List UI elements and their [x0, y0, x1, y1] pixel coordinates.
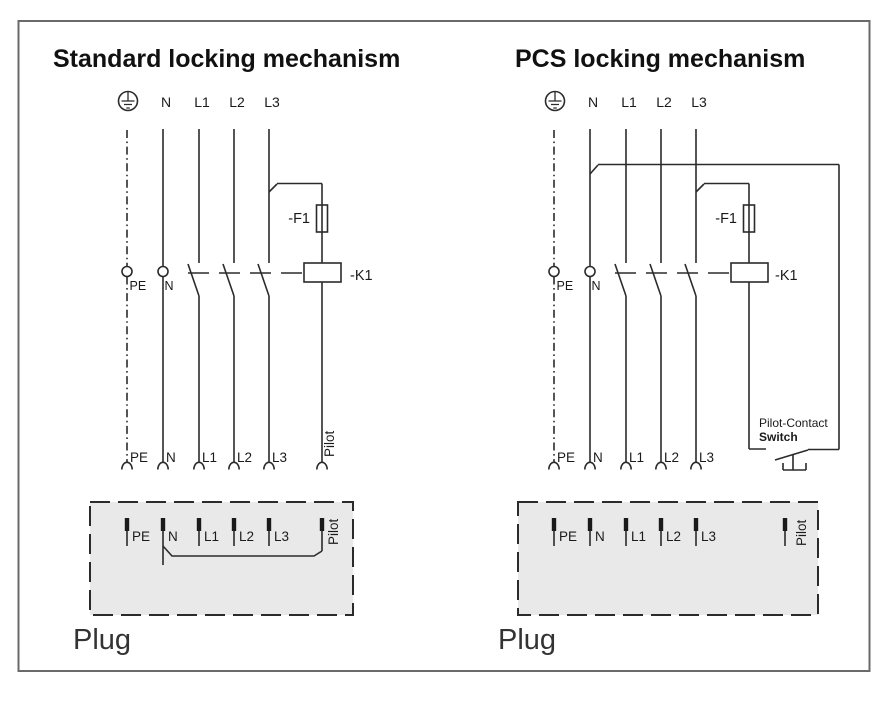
socket-contact-pilot [316, 461, 328, 470]
socket-label-l3: L3 [272, 450, 287, 465]
socket-contact-l2 [228, 461, 240, 470]
standard-title: Standard locking mechanism [53, 45, 400, 73]
plug-caption: Plug [73, 624, 131, 656]
plug-pin-l1 [196, 518, 202, 531]
socket-contact-l3 [690, 461, 702, 470]
socket-label-n: N [593, 450, 603, 465]
socket-contact-l2 [655, 461, 667, 470]
plug-pin-label-l1: L1 [631, 529, 646, 544]
plug-pin-label-n: N [595, 529, 605, 544]
plug-pin-pilot [319, 518, 325, 531]
plug-pin-label-pe: PE [132, 529, 150, 544]
plug-pin-label-l1: L1 [204, 529, 219, 544]
l1-contact-blade [187, 263, 200, 297]
plug-pin-label-l2: L2 [666, 529, 681, 544]
standard-plug: PE N L1 L2 L3 Pilot [89, 501, 354, 616]
socket-label-pe: PE [557, 450, 575, 465]
fuse-label: -F1 [288, 211, 310, 227]
phase-label-l2: L2 [229, 94, 245, 110]
contactor-label: -K1 [775, 268, 798, 284]
socket-contact-pe [548, 461, 560, 470]
contactor-coil [303, 262, 342, 283]
l3-contact-blade [257, 263, 270, 297]
l2-contact-blade [649, 263, 662, 297]
socket-label-l1: L1 [202, 450, 217, 465]
switch-actuator [782, 454, 807, 471]
l3-contact-blade [684, 263, 697, 297]
plug-pin-n [587, 518, 593, 531]
pilot-branch-tap [695, 183, 705, 193]
fuse-label: -F1 [715, 211, 737, 227]
plug-pin-pe [124, 518, 130, 531]
socket-label-l2: L2 [664, 450, 679, 465]
contactor-label: -K1 [350, 268, 373, 284]
pcs-diagram: PCS locking mechanism N L1 L2 L3 PE N [498, 45, 840, 656]
pe-terminal-circle [548, 265, 560, 278]
socket-label-l2: L2 [237, 450, 252, 465]
plug-outline [89, 501, 354, 616]
plug-pin-label-n: N [168, 529, 178, 544]
plug-pin-pe [551, 518, 557, 531]
pilot-branch-tap [268, 183, 278, 193]
switch-label-line2: Switch [759, 430, 798, 444]
phase-label-l2: L2 [656, 94, 672, 110]
standard-diagram: Standard locking mechanism N L1 L2 L3 PE… [53, 45, 400, 656]
n-terminal-circle [157, 265, 169, 278]
plug-outline [517, 501, 819, 616]
plug-pin-l3 [693, 518, 699, 531]
pilot-contact-switch: Pilot-Contact Switch [749, 416, 839, 471]
plug-pin-l2 [658, 518, 664, 531]
plug-pin-n [160, 518, 166, 531]
socket-label-pe: PE [130, 450, 148, 465]
socket-contact-n [157, 461, 169, 470]
pcs-title: PCS locking mechanism [515, 45, 805, 73]
phase-label-l3: L3 [691, 94, 707, 110]
n-contact-label: N [165, 279, 174, 293]
plug-pin-label-l3: L3 [701, 529, 716, 544]
earth-icon [544, 90, 566, 112]
phase-label-l1: L1 [194, 94, 210, 110]
pcs-plug: PE N L1 L2 L3 Pilot [517, 501, 819, 616]
phase-label-l1: L1 [621, 94, 637, 110]
socket-label-l1: L1 [629, 450, 644, 465]
earth-icon [117, 90, 139, 112]
earth-bars [548, 92, 562, 109]
pe-contact-label: PE [130, 279, 147, 293]
plug-caption: Plug [498, 624, 556, 656]
n-terminal-circle [584, 265, 596, 278]
pe-terminal-circle [121, 265, 133, 278]
phase-label-l3: L3 [264, 94, 280, 110]
plug-pin-label-l2: L2 [239, 529, 254, 544]
phase-label-n: N [161, 94, 171, 110]
l2-contact-blade [222, 263, 235, 297]
plug-pin-label-pilot: Pilot [794, 519, 809, 546]
l1-contact-blade [614, 263, 627, 297]
plug-pin-l2 [231, 518, 237, 531]
plug-pin-pilot [782, 518, 788, 531]
socket-contact-l3 [263, 461, 275, 470]
socket-label-pilot: Pilot [322, 430, 337, 457]
plug-pin-label-pe: PE [559, 529, 577, 544]
figure-border [17, 20, 871, 672]
plug-pin-label-l3: L3 [274, 529, 289, 544]
plug-pin-label-pilot: Pilot [326, 518, 341, 545]
socket-contact-l1 [620, 461, 632, 470]
socket-contact-l1 [193, 461, 205, 470]
socket-contact-n [584, 461, 596, 470]
contactor-coil [730, 262, 769, 283]
n-pilot-bridge-wire [162, 545, 323, 557]
plug-pin-l3 [266, 518, 272, 531]
n-contact-label: N [592, 279, 601, 293]
phase-label-n: N [588, 94, 598, 110]
plug-pin-l1 [623, 518, 629, 531]
switch-blade [774, 449, 809, 461]
earth-bars [121, 92, 135, 109]
socket-label-l3: L3 [699, 450, 714, 465]
socket-label-n: N [166, 450, 176, 465]
n-branch-tap [589, 164, 599, 175]
socket-contact-pe [121, 461, 133, 470]
switch-label-line1: Pilot-Contact [759, 416, 828, 430]
pe-contact-label: PE [557, 279, 574, 293]
